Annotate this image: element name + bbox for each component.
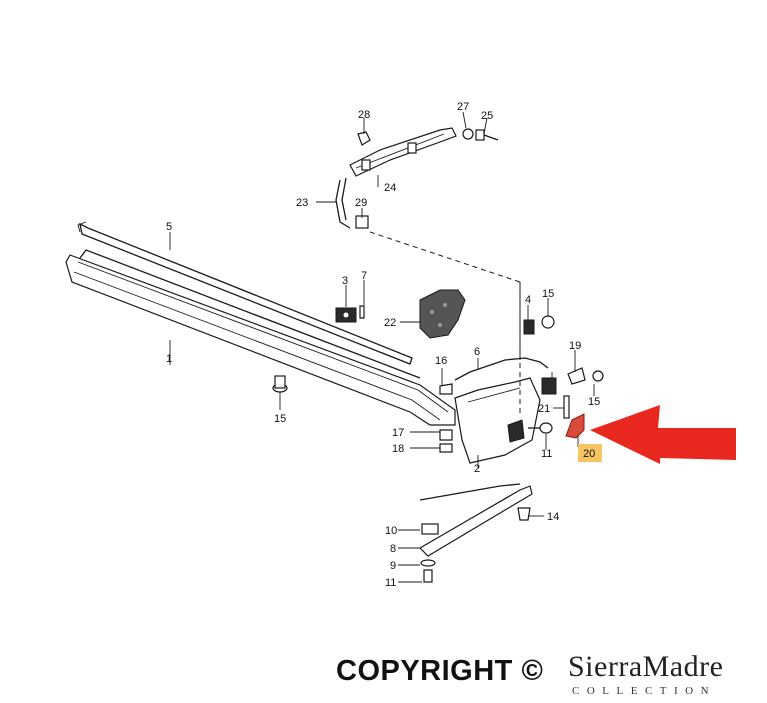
brand-subtitle: COLLECTION <box>572 685 717 697</box>
callout-28: 28 <box>358 109 370 121</box>
highlighted-bracket-part-20 <box>565 413 585 439</box>
callout-20: 20 <box>583 448 595 460</box>
callout-10: 10 <box>385 525 397 537</box>
callout-3: 3 <box>342 275 348 287</box>
callout-29: 29 <box>355 197 367 209</box>
lower-strut-part <box>419 483 533 583</box>
callout-21: 21 <box>538 403 550 415</box>
leader-lines <box>169 111 595 583</box>
callout-25: 25 <box>481 110 493 122</box>
upper-bracket-assembly <box>335 127 499 229</box>
callout-18: 18 <box>392 443 404 455</box>
callout-15b: 15 <box>274 413 286 425</box>
rocker-panel-part <box>65 249 456 426</box>
trim-strip-part <box>77 221 413 365</box>
callout-19: 19 <box>569 340 581 352</box>
callout-labels: 28 27 25 24 23 29 5 3 7 22 4 15 1 16 6 1… <box>166 101 602 589</box>
callout-23: 23 <box>296 197 308 209</box>
callout-22: 22 <box>384 317 396 329</box>
callout-4: 4 <box>525 294 531 306</box>
pointer-arrow <box>590 405 736 464</box>
grommet-part <box>272 375 288 393</box>
callout-15c: 15 <box>588 396 600 408</box>
bent-rod-part <box>454 357 549 381</box>
copyright-text: COPYRIGHT © <box>336 655 544 687</box>
callout-14: 14 <box>547 511 559 523</box>
callout-17: 17 <box>392 427 404 439</box>
callout-7: 7 <box>361 270 367 282</box>
highlight-box-20 <box>578 444 602 462</box>
callout-11b: 11 <box>385 577 396 589</box>
hardware-cluster <box>439 315 604 453</box>
callout-2: 2 <box>474 463 480 475</box>
callout-1: 1 <box>166 353 172 365</box>
callout-6: 6 <box>474 346 480 358</box>
callout-8: 8 <box>390 543 396 555</box>
callout-15: 15 <box>542 288 554 300</box>
callout-5: 5 <box>166 221 172 233</box>
assembly-leader-dashed <box>369 231 521 415</box>
clip-part <box>335 305 365 323</box>
rear-skirt-part <box>454 377 541 464</box>
callout-24: 24 <box>384 182 396 194</box>
callout-11: 11 <box>541 448 552 460</box>
callout-9: 9 <box>390 560 396 572</box>
callout-16: 16 <box>435 355 447 367</box>
callout-27: 27 <box>457 101 469 113</box>
foam-block-part <box>419 289 466 339</box>
brand-logo-text: SierraMadre <box>568 650 724 683</box>
